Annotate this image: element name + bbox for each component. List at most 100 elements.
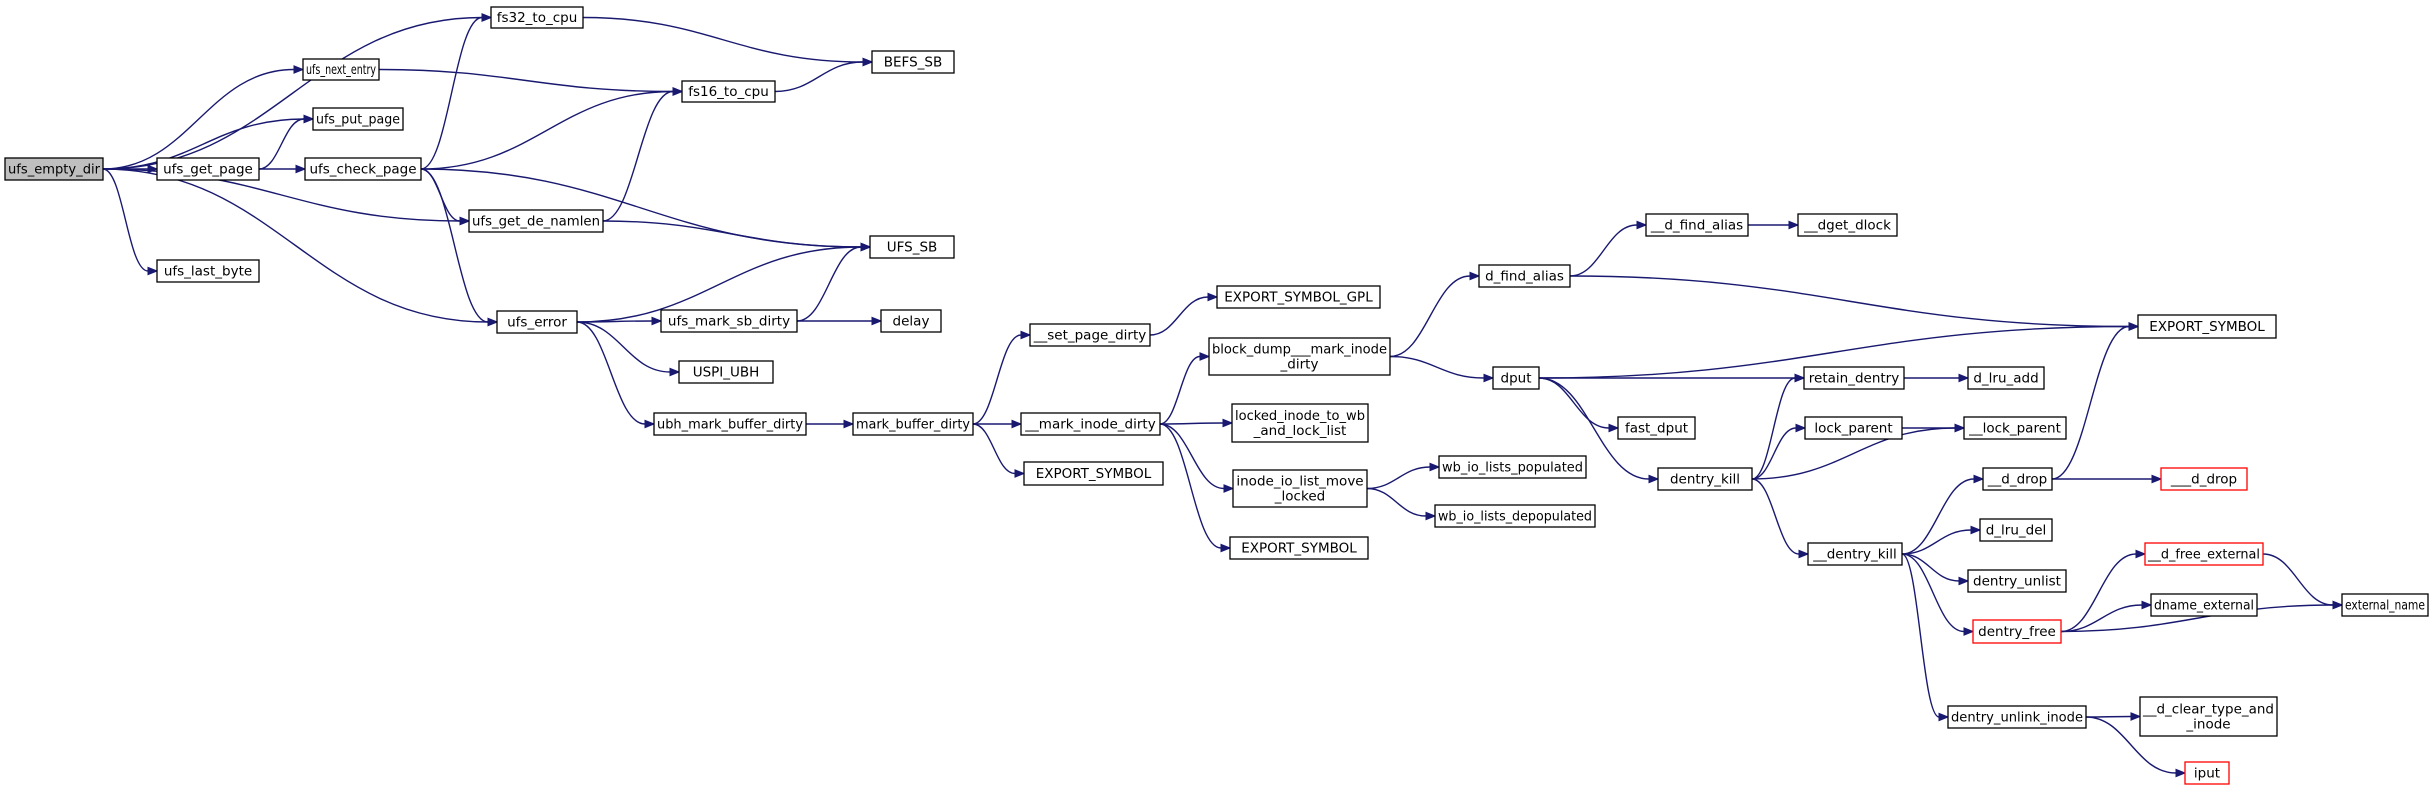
node-ufs-error[interactable]: ufs_error (496, 310, 578, 334)
edge-arrowhead (1425, 511, 1437, 521)
node-label: ___d_drop (2170, 472, 2237, 488)
edge-line (1538, 325, 2130, 379)
node---mark-inode-dirty[interactable]: __mark_inode_dirty (1020, 412, 1161, 436)
node-ufs-mark-sb-dirty[interactable]: ufs_mark_sb_dirty (660, 309, 798, 333)
edge-__d_find_alias-to-__dget_dlock (1747, 220, 1800, 230)
node-dname-external[interactable]: dname_external (2150, 593, 2258, 617)
node-USPI-UBH[interactable]: USPI_UBH (678, 360, 774, 384)
edge-__dentry_kill-to-dentry_unlist (1901, 553, 1970, 586)
edge-arrowhead (1938, 712, 1950, 722)
edge-__d_drop-to-EXPORT_SYMBOL_3 (2051, 322, 2140, 480)
node---d-drop[interactable]: __d_drop (1982, 467, 2053, 491)
node-ufs-next-entry[interactable]: ufs_next_entry (302, 58, 380, 81)
node-external-name[interactable]: external_name (2341, 593, 2429, 617)
node-dput[interactable]: dput (1492, 366, 1540, 390)
edge-line (972, 334, 1022, 425)
node-d-lru-del[interactable]: d_lru_del (1979, 518, 2053, 542)
node-label: ufs_last_byte (164, 264, 252, 280)
node-label: ufs_get_de_namlen (472, 214, 600, 230)
edge-ufs_get_page-to-ufs_put_page (258, 114, 315, 170)
edge-arrowhead (1794, 373, 1806, 383)
node-delay[interactable]: delay (880, 309, 942, 333)
node-box (880, 309, 942, 333)
edge-arrowhead (2141, 600, 2153, 610)
node-ufs-get-page[interactable]: ufs_get_page (156, 157, 260, 181)
node-iput[interactable]: iput (2184, 761, 2230, 785)
node-UFS-SB[interactable]: UFS_SB (869, 235, 955, 259)
node---lock-parent[interactable]: __lock_parent (1963, 416, 2067, 440)
edge-line (1569, 224, 1638, 277)
node-box (1807, 542, 1903, 566)
edge-arrowhead (2128, 322, 2140, 331)
node-d-find-alias[interactable]: d_find_alias (1478, 264, 1571, 288)
node-wb-io-lists-populated[interactable]: wb_io_lists_populated (1438, 455, 1587, 479)
node-box (1232, 469, 1368, 508)
node-box (1967, 569, 2067, 593)
node-ufs-last-byte[interactable]: ufs_last_byte (156, 259, 260, 283)
node-box (1797, 213, 1898, 237)
node---d-find-alias[interactable]: __d_find_alias (1645, 213, 1749, 237)
node-EXPORT-SYMBOL-3[interactable]: EXPORT_SYMBOL (2137, 314, 2277, 339)
node-wb-io-lists-depopulated[interactable]: wb_io_lists_depopulated (1434, 504, 1596, 528)
edge-arrowhead (2175, 768, 2187, 778)
edge-arrowhead (651, 316, 663, 326)
node-ufs-put-page[interactable]: ufs_put_page (312, 107, 404, 131)
node-fs16-to-cpu[interactable]: fs16_to_cpu (681, 80, 776, 103)
node---dget-dlock[interactable]: __dget_dlock (1797, 213, 1898, 237)
node---set-page-dirty[interactable]: __set_page_dirty (1029, 323, 1151, 347)
edge-dentry_unlink_inode-to-__d_clear_type_and_inode (2085, 712, 2142, 721)
node-dentry-kill[interactable]: dentry_kill (1657, 467, 1753, 491)
node-EXPORT-SYMBOL-1[interactable]: EXPORT_SYMBOL (1023, 461, 1164, 486)
edge-dput-to-retain_dentry (1538, 373, 1806, 383)
node-d-lru-add[interactable]: d_lru_add (1967, 366, 2045, 390)
node-label: dentry_free (1978, 624, 2056, 640)
node-label: UFS_SB (887, 240, 938, 256)
edge-ufs_get_de_namlen-to-UFS_SB (602, 220, 872, 252)
node-box (302, 58, 380, 81)
edge-__dentry_kill-to-d_lru_del (1901, 525, 1982, 555)
node-retain-dentry[interactable]: retain_dentry (1803, 366, 1905, 390)
node-EXPORT-SYMBOL-GPL[interactable]: EXPORT_SYMBOL_GPL (1216, 285, 1381, 309)
edge-line (1366, 466, 1431, 490)
edge-arrowhead (1963, 627, 1975, 636)
node-ubh-mark-buffer-dirty[interactable]: ubh_mark_buffer_dirty (653, 412, 807, 436)
node-locked-inode-to-wb-and-lock-list[interactable]: locked_inode_to_wb_and_lock_list (1231, 403, 1369, 443)
edge-line (1538, 377, 1650, 480)
edge-line (972, 423, 1016, 475)
node-inode-io-list-move-locked[interactable]: inode_io_list_move_locked (1232, 469, 1368, 508)
node-fast-dput[interactable]: fast_dput (1617, 416, 1696, 440)
node-label: dname_external (2154, 598, 2254, 614)
edge-line (774, 61, 864, 93)
node-box (653, 412, 807, 436)
node-box (1231, 403, 1369, 443)
node-dentry-free[interactable]: dentry_free (1972, 619, 2062, 644)
node-dentry-unlist[interactable]: dentry_unlist (1967, 569, 2067, 593)
edge-__dentry_kill-to-__d_drop (1901, 474, 1985, 555)
edge-arrowhead (1648, 474, 1660, 484)
node---d-clear-type-and-inode[interactable]: __d_clear_type_and_inode (2139, 696, 2278, 737)
node-label: _locked (1274, 489, 1325, 505)
node-dentry-unlink-inode[interactable]: dentry_unlink_inode (1947, 705, 2087, 729)
node-ufs-get-de-namlen[interactable]: ufs_get_de_namlen (468, 209, 604, 233)
node-fs32-to-cpu[interactable]: fs32_to_cpu (490, 6, 584, 29)
edge-line (102, 68, 295, 170)
edge-line (1366, 487, 1427, 517)
node-mark-buffer-dirty[interactable]: mark_buffer_dirty (852, 412, 974, 436)
node-EXPORT-SYMBOL-2[interactable]: EXPORT_SYMBOL (1229, 536, 1369, 560)
node-label: EXPORT_SYMBOL (1036, 466, 1152, 482)
node---dentry-kill[interactable]: __dentry_kill (1807, 542, 1903, 566)
node-ufs-check-page[interactable]: ufs_check_page (304, 157, 422, 181)
node-block-dump---mark-inode-dirty[interactable]: block_dump___mark_inode_dirty (1208, 337, 1391, 376)
node-BEFS-SB[interactable]: BEFS_SB (871, 50, 955, 74)
node-ufs-empty-dir[interactable]: ufs_empty_dir (4, 157, 104, 181)
node-box (1020, 412, 1161, 436)
edge-line (1751, 427, 1797, 480)
node-lock-parent[interactable]: lock_parent (1804, 416, 1903, 440)
node---d-free-external[interactable]: __d_free_external (2144, 542, 2264, 566)
edge-lock_parent-to-__lock_parent (1902, 423, 1966, 433)
edge-arrowhead (481, 13, 493, 22)
node----d-drop[interactable]: ___d_drop (2160, 467, 2248, 491)
edge-line (420, 90, 674, 170)
edge-arrowhead (1220, 543, 1232, 553)
edge-line (378, 68, 674, 93)
